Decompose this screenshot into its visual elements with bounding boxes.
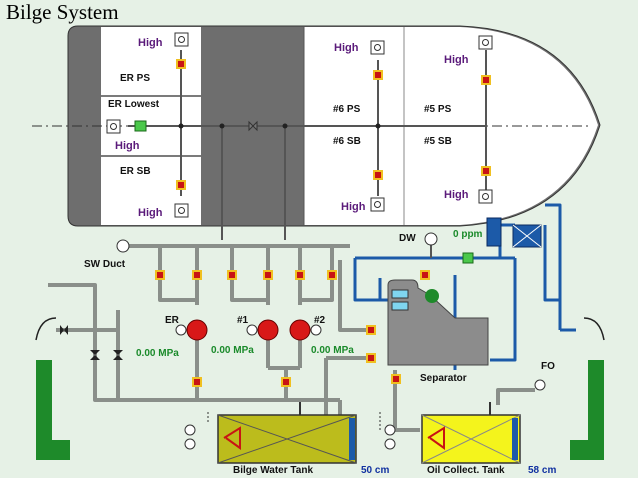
label-sw-duct: SW Duct <box>84 259 126 270</box>
page-title: Bilge System <box>6 0 119 24</box>
label-bilge-water-tank: Bilge Water Tank <box>233 465 314 476</box>
bilge-tank-level: 50 cm <box>361 465 390 476</box>
gate-valve-icon[interactable] <box>60 325 123 360</box>
motor-icon <box>175 324 322 336</box>
pump-2-pressure: 0.00 MPa <box>311 345 354 356</box>
pump-icon[interactable] <box>186 319 311 341</box>
fo-inlet-icon <box>534 379 546 391</box>
label-no5-sb: #5 SB <box>424 136 452 147</box>
label-dw: DW <box>399 233 416 244</box>
separator-unit[interactable] <box>387 279 489 366</box>
bulkhead-right <box>570 360 604 460</box>
label-no5-ps: #5 PS <box>424 104 452 115</box>
label-no6-sb: #6 SB <box>333 136 361 147</box>
pump-2-label: #2 <box>314 315 326 326</box>
label-separator: Separator <box>420 373 467 384</box>
high-alarm-label: High <box>115 140 140 152</box>
label-oil-collect-tank: Oil Collect. Tank <box>427 465 505 476</box>
ppm-valve-icon[interactable] <box>462 252 474 264</box>
valve-icon[interactable] <box>176 59 491 190</box>
valve-green-icon[interactable] <box>134 120 147 132</box>
label-er-ps: ER PS <box>120 73 151 84</box>
high-alarm-label: High <box>138 37 163 49</box>
level-sensor-icon <box>106 32 493 218</box>
oil-tank-level: 58 cm <box>528 465 557 476</box>
valve-icon[interactable] <box>155 270 430 387</box>
dw-gauge-icon <box>424 232 438 246</box>
label-er-lowest: ER Lowest <box>108 99 160 110</box>
separator-status-light <box>425 289 439 303</box>
label-er-sb: ER SB <box>120 166 151 177</box>
high-alarm-label: High <box>444 189 469 201</box>
oil-meter-icon <box>486 217 502 247</box>
high-alarm-label: High <box>138 207 163 219</box>
pump-er-pressure: 0.00 MPa <box>136 348 179 359</box>
pump-1-label: #1 <box>237 315 249 326</box>
high-alarm-label: High <box>341 201 366 213</box>
bulkhead-left <box>36 360 70 460</box>
pump-er-label: ER <box>165 315 179 326</box>
ppm-readout: 0 ppm <box>453 229 483 240</box>
sw-duct-inlet-icon <box>116 239 130 253</box>
high-alarm-label: High <box>444 54 469 66</box>
pump-1-pressure: 0.00 MPa <box>211 345 254 356</box>
label-fo: FO <box>541 361 555 372</box>
high-alarm-label: High <box>334 42 359 54</box>
label-no6-ps: #6 PS <box>333 104 361 115</box>
